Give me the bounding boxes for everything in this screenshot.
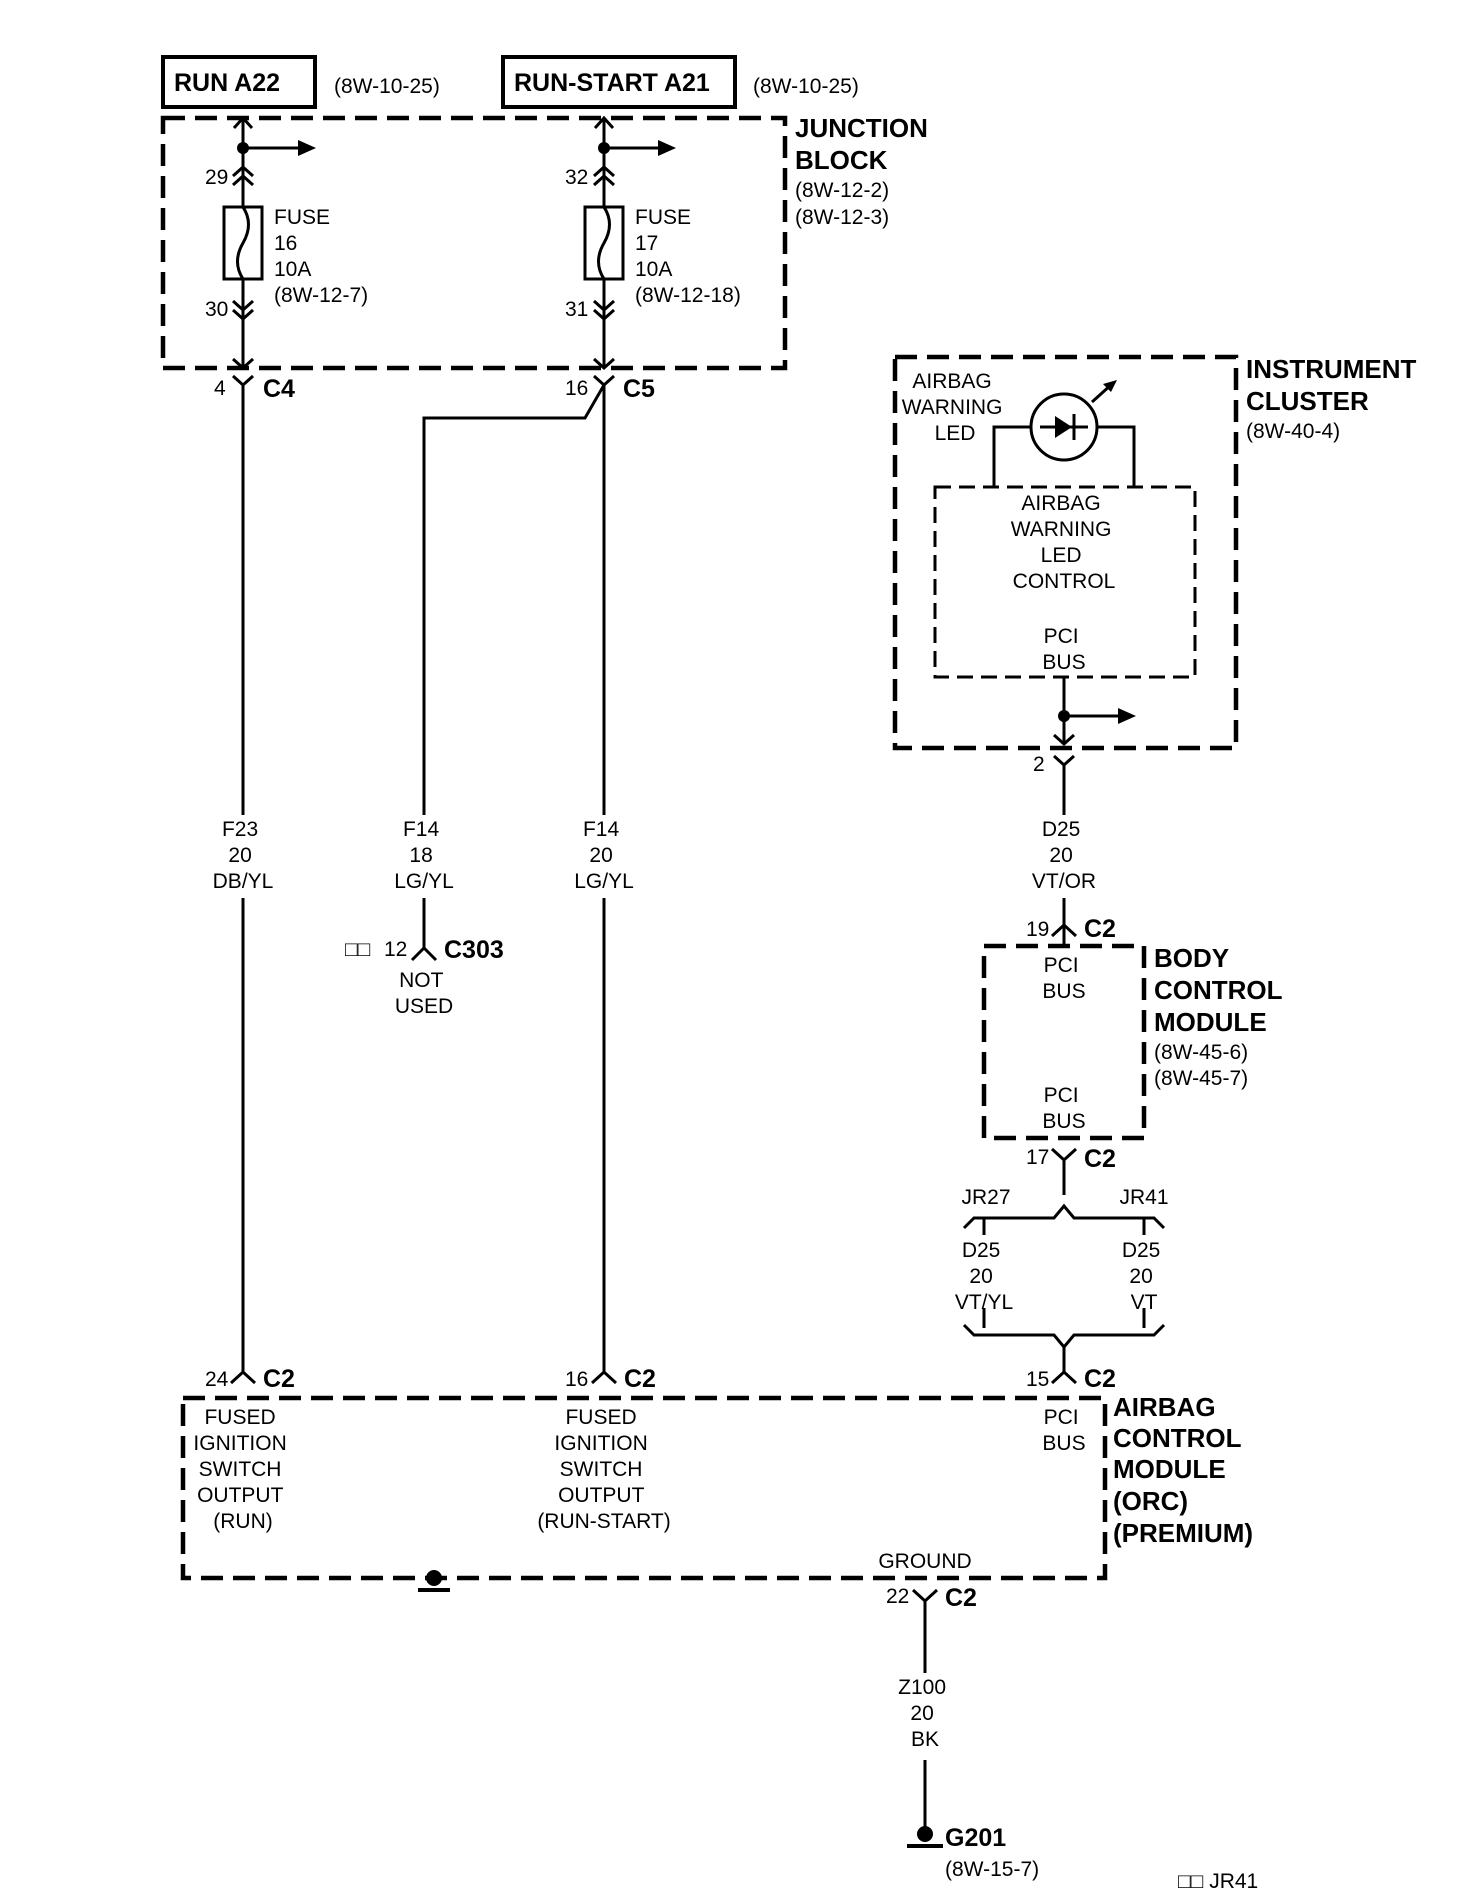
airbag-warning-led-label: AIRBAG WARNING LED xyxy=(902,370,1009,445)
bcm-bottom-conn: C2 xyxy=(1084,1145,1116,1173)
c303-connector-symbol xyxy=(410,945,438,962)
acm-run-conn: C2 xyxy=(263,1365,295,1393)
run-start-a21-ref: (8W-10-25) xyxy=(753,75,859,98)
fuse-17-circuit xyxy=(583,115,676,388)
acm-run-start-connector xyxy=(590,1369,618,1385)
g201-ref: (8W-15-7) xyxy=(945,1858,1039,1881)
body-control-module-refs: (8W-45-6) (8W-45-7) xyxy=(1154,1041,1254,1090)
airbag-warning-led-control-label: AIRBAG WARNING LED CONTROL xyxy=(1011,492,1118,593)
acm-run-connector xyxy=(229,1369,257,1385)
wire-z100-label: Z100 20 BK xyxy=(898,1676,952,1751)
bcm-c2-top-connector xyxy=(1050,922,1078,938)
acm-ground-connector xyxy=(911,1588,939,1604)
acm-ground-conn: C2 xyxy=(945,1584,977,1612)
body-control-module-title: BODY CONTROL MODULE xyxy=(1154,943,1289,1037)
wire-f14-18-label: F14 18 LG/YL xyxy=(394,818,454,893)
instrument-cluster-outline xyxy=(892,354,1239,751)
c4-name: C4 xyxy=(263,375,295,403)
bcm-bottom-pci-bus-label: PCI BUS xyxy=(1042,1084,1085,1133)
acm-pci-connector xyxy=(1050,1369,1078,1385)
acm-run-start-conn: C2 xyxy=(624,1365,656,1393)
acm-ground-label: GROUND xyxy=(878,1550,971,1573)
splice-right-label: JR41 xyxy=(1119,1186,1168,1209)
bcm-top-conn: C2 xyxy=(1084,915,1116,943)
acm-run-input-label: FUSED IGNITION SWITCH OUTPUT (RUN) xyxy=(193,1406,292,1533)
wire-d25-vtor-label: D25 20 VT/OR xyxy=(1032,818,1096,893)
c5-pin: 16 xyxy=(565,377,588,400)
bcm-c2-bottom-connector xyxy=(1050,1147,1078,1163)
run-start-a21-label: RUN-START A21 xyxy=(514,69,710,97)
body-control-module-outline xyxy=(981,943,1147,1141)
g201-ground-icon xyxy=(907,1826,943,1848)
c303-status: NOT USED xyxy=(395,969,453,1018)
instrument-cluster-pin: 2 xyxy=(1033,753,1045,776)
fuse-17-out-pin: 31 xyxy=(565,298,588,321)
c303-name: C303 xyxy=(444,936,504,964)
c4-pin: 4 xyxy=(214,377,226,400)
footer-note: □□ JR41 xyxy=(1178,1870,1258,1890)
wire-f23-label: F23 20 DB/YL xyxy=(213,818,274,893)
instrument-cluster-pci-output xyxy=(1052,677,1136,815)
fuse-16-out-pin: 30 xyxy=(205,298,228,321)
acm-ground-pin: 22 xyxy=(886,1585,909,1608)
run-a22-box xyxy=(161,55,317,109)
bcm-bottom-pin: 17 xyxy=(1026,1146,1049,1169)
acm-run-start-input-label: FUSED IGNITION SWITCH OUTPUT (RUN-START) xyxy=(537,1406,670,1533)
c303-marker: □□ xyxy=(345,938,371,961)
fuse-16-in-pin: 29 xyxy=(205,166,228,189)
splice-left-label: JR27 xyxy=(961,1186,1010,1209)
instrument-cluster-title: INSTRUMENT CLUSTER xyxy=(1246,354,1424,416)
wire-d25-vt-label: D25 20 VT xyxy=(1122,1239,1166,1314)
bcm-top-pin: 19 xyxy=(1026,918,1049,941)
instrument-cluster-pci-bus-label: PCI BUS xyxy=(1042,625,1085,674)
led-icon xyxy=(992,380,1136,487)
c303-pin: 12 xyxy=(384,938,407,961)
instrument-cluster-ref: (8W-40-4) xyxy=(1246,420,1340,443)
wire-f14-18-upper xyxy=(422,384,606,815)
airbag-control-module-outline xyxy=(180,1395,1108,1581)
airbag-control-module-title: AIRBAG CONTROL MODULE (ORC) (PREMIUM) xyxy=(1113,1392,1253,1548)
run-start-a21-box xyxy=(501,55,737,109)
fuse-16-circuit xyxy=(222,115,316,388)
fuse-16-label: FUSE 16 10A (8W-12-7) xyxy=(274,206,368,307)
acm-case-ground-icon xyxy=(418,1570,450,1592)
acm-run-start-pin: 16 xyxy=(565,1368,588,1391)
run-a22-ref: (8W-10-25) xyxy=(334,75,440,98)
acm-pci-conn: C2 xyxy=(1084,1365,1116,1393)
wire-f14-20-label: F14 20 LG/YL xyxy=(574,818,634,893)
junction-block-refs: (8W-12-2) (8W-12-3) xyxy=(795,179,895,229)
g201-name: G201 xyxy=(945,1824,1006,1852)
acm-pci-pin: 15 xyxy=(1026,1368,1049,1391)
splice-brackets xyxy=(962,1203,1166,1372)
run-a22-label: RUN A22 xyxy=(174,69,280,97)
junction-block-outline xyxy=(160,115,788,371)
c5-name: C5 xyxy=(623,375,655,403)
wire-d25-vtyl-label: D25 20 VT/YL xyxy=(955,1239,1013,1314)
fuse-17-in-pin: 32 xyxy=(565,166,588,189)
acm-pci-bus-label: PCI BUS xyxy=(1042,1406,1085,1455)
acm-run-pin: 24 xyxy=(205,1368,229,1391)
bcm-top-pci-bus-label: PCI BUS xyxy=(1042,954,1085,1003)
junction-block-title: JUNCTION BLOCK xyxy=(795,113,935,175)
fuse-17-label: FUSE 17 10A (8W-12-18) xyxy=(635,206,741,307)
